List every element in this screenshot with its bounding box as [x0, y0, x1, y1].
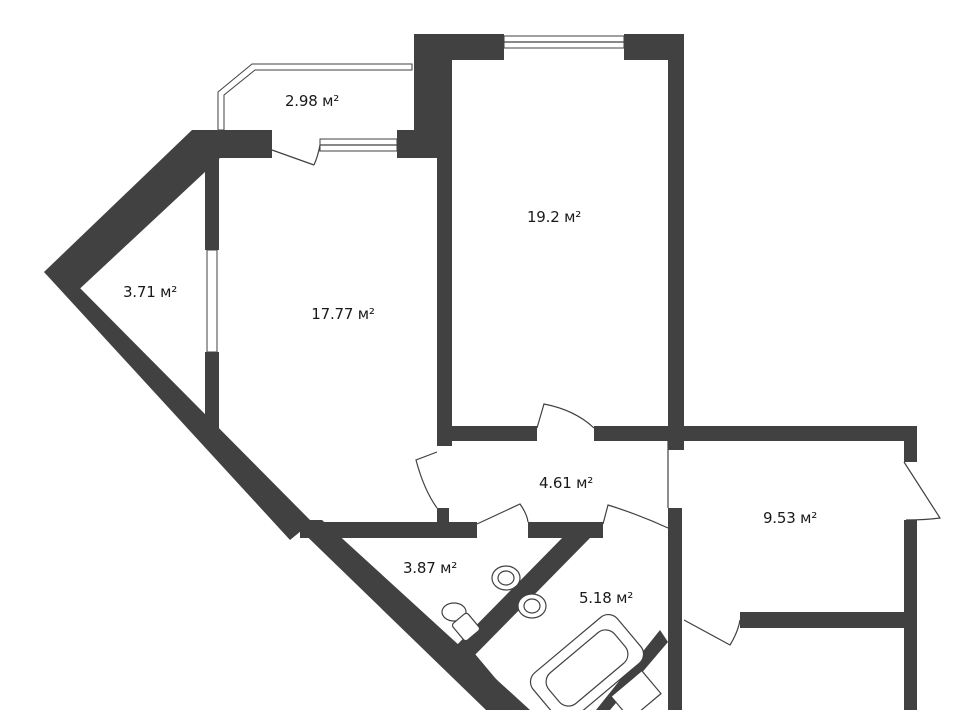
room-area-loggia: 3.71 м²	[122, 283, 178, 301]
wall-room-right-bottom	[740, 612, 917, 628]
wall-bath-lower-diagonal	[440, 648, 522, 710]
wall-hall-right	[668, 508, 682, 710]
wall-right-top	[904, 426, 917, 462]
wall-bedroom-bottom-right	[594, 426, 916, 441]
window-balcony	[217, 63, 413, 131]
room-area-living: 17.77 м²	[311, 305, 375, 323]
room-area-right: 9.53 м²	[762, 509, 818, 527]
wall-hall-bottom-left	[300, 522, 477, 538]
door-wc	[476, 503, 529, 525]
wall-bedroom-right	[668, 34, 684, 450]
sink-icon	[491, 565, 521, 591]
appliance-icon	[610, 669, 662, 710]
door-lower-right	[683, 619, 741, 646]
wall-bedroom-left	[437, 60, 452, 446]
fixtures	[441, 565, 662, 710]
wall-living-top-right	[397, 130, 437, 158]
wall-wc-bath-diagonal	[446, 532, 590, 660]
window-loggia-opening	[206, 249, 218, 353]
room-area-bathroom: 5.18 м²	[578, 589, 634, 607]
door-balcony	[271, 144, 321, 166]
wall-loggia-partition-top	[205, 150, 219, 250]
toilet-icon	[441, 602, 481, 642]
door-bath	[602, 504, 669, 529]
door-hall-left	[415, 451, 438, 509]
wall-bedroom-bottom-left	[437, 426, 537, 441]
bath-sink-icon	[517, 593, 547, 619]
wall-loggia-partition-bottom	[205, 352, 219, 436]
windows	[206, 35, 625, 353]
room-area-wc: 3.87 м²	[402, 559, 458, 577]
door-room-right	[903, 461, 942, 521]
wall-loggia-diagonal-upper	[44, 130, 220, 296]
room-area-balcony: 2.98 м²	[284, 92, 340, 110]
wall-hall-bottom-mid	[528, 522, 603, 538]
door-bedroom	[536, 403, 595, 429]
room-area-bedroom: 19.2 м²	[526, 208, 582, 226]
bathtub-icon	[529, 613, 645, 710]
wall-loggia-diagonal-lower	[44, 272, 312, 540]
room-area-hall: 4.61 м²	[538, 474, 594, 492]
wall-living-right-lower	[437, 508, 449, 526]
doors	[271, 144, 942, 646]
walls	[44, 34, 917, 710]
